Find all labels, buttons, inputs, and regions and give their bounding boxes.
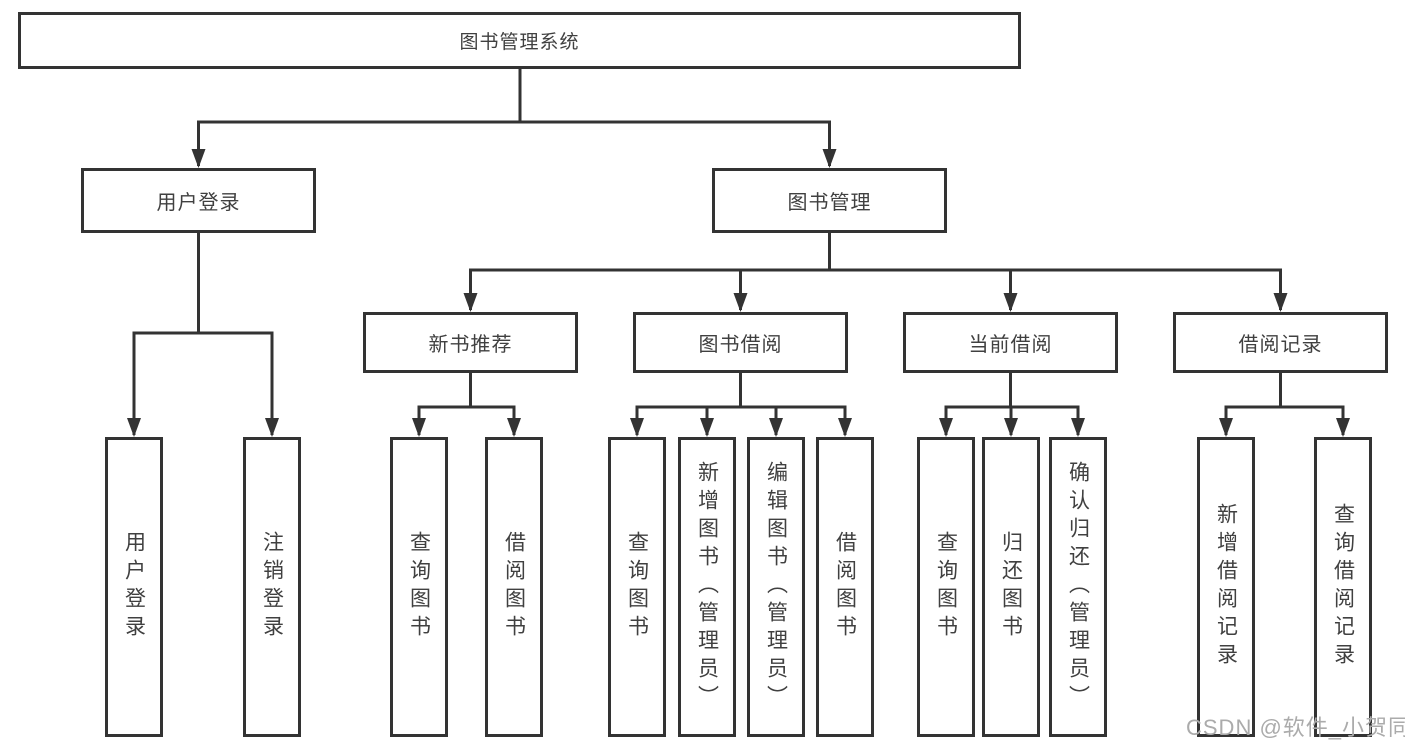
node-label: 图书借阅 (698, 334, 783, 356)
node-label: 查询借阅记录 (1331, 503, 1355, 671)
node-label: 借阅记录 (1238, 334, 1323, 356)
node-leaf-confirm-return-admin: 确认归还（管理员） (1049, 437, 1107, 737)
node-leaf-query-books-recommend: 查询图书 (390, 437, 448, 737)
node-label: 确认归还（管理员） (1066, 461, 1090, 713)
node-label: 查询图书 (934, 531, 958, 643)
node-leaf-user-login: 用户登录 (105, 437, 163, 737)
node-current-borrowing: 当前借阅 (903, 312, 1118, 373)
node-label: 图书管理系统 (459, 32, 580, 53)
node-leaf-edit-book-admin: 编辑图书（管理员） (747, 437, 805, 737)
node-label: 新书推荐 (428, 334, 513, 356)
node-label: 查询图书 (625, 531, 649, 643)
node-leaf-query-books-current: 查询图书 (917, 437, 975, 737)
node-leaf-return-books: 归还图书 (982, 437, 1040, 737)
node-label: 查询图书 (407, 531, 431, 643)
node-borrowing-records: 借阅记录 (1173, 312, 1388, 373)
node-user-login: 用户登录 (81, 168, 316, 233)
node-label: 新增借阅记录 (1214, 503, 1238, 671)
node-book-management: 图书管理 (712, 168, 947, 233)
node-leaf-logout: 注销登录 (243, 437, 301, 737)
node-label: 当前借阅 (968, 334, 1053, 356)
node-label: 编辑图书（管理员） (764, 461, 788, 713)
node-leaf-borrow-books-borrowing: 借阅图书 (816, 437, 874, 737)
watermark: CSDN @软件_小贺同学 (1186, 715, 1405, 740)
node-book-borrowing: 图书借阅 (633, 312, 848, 373)
node-label: 用户登录 (156, 192, 241, 214)
node-label: 归还图书 (999, 531, 1023, 643)
node-leaf-add-borrow-record: 新增借阅记录 (1197, 437, 1255, 737)
node-label: 新增图书（管理员） (695, 461, 719, 713)
node-label: 注销登录 (260, 531, 284, 643)
node-leaf-add-book-admin: 新增图书（管理员） (678, 437, 736, 737)
node-label: 借阅图书 (502, 531, 526, 643)
node-leaf-query-books-borrowing: 查询图书 (608, 437, 666, 737)
node-leaf-query-borrow-record: 查询借阅记录 (1314, 437, 1372, 737)
node-label: 借阅图书 (833, 531, 857, 643)
node-leaf-borrow-books-recommend: 借阅图书 (485, 437, 543, 737)
node-label: 图书管理 (787, 192, 872, 214)
node-new-book-recommend: 新书推荐 (363, 312, 578, 373)
node-label: 用户登录 (122, 531, 146, 643)
node-library-management-system: 图书管理系统 (18, 12, 1021, 69)
